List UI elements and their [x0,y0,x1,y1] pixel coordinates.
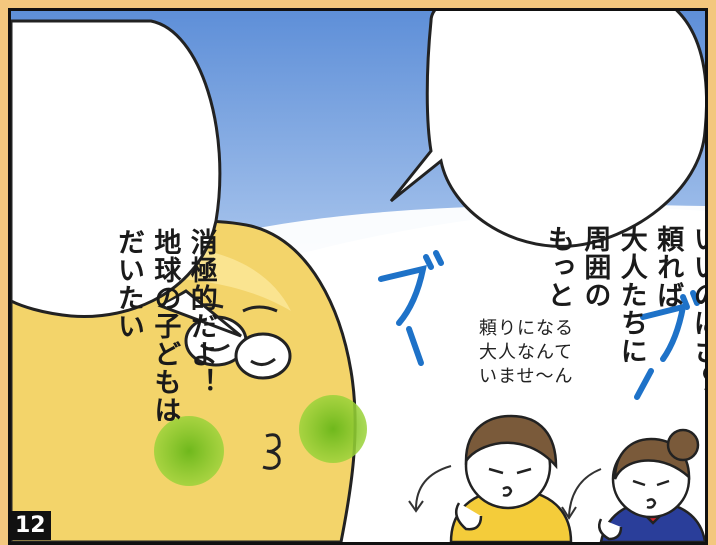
speech-right-line-5: いいのにさ〜 [688,225,708,393]
speech-right-line-2: 周囲の [579,225,611,309]
speech-right-text: いいのにさ〜 頼れば 大人たちに 周囲の もっと [503,33,708,393]
right-eye-lid [250,357,276,366]
right-eye [234,332,292,380]
speech-right-line-3: 大人たちに [615,225,647,365]
kid-right [598,428,705,542]
motion-arrows [408,465,602,520]
whisper-line-2: 大人なんて [479,342,574,363]
kid-left [449,414,573,542]
whisper-line-3: いませ〜ん [479,366,574,387]
sfx-right [634,290,700,400]
speech-right-line-4: 頼れば [652,225,684,309]
speech-left-line-1: だいたい [112,228,144,340]
speech-bubble-left [11,19,222,319]
pouting-mouth [262,433,281,470]
speech-left-line-2: 地球の子どもは [149,228,181,424]
speech-left-text: 消極的だよ！ 地球の子どもは だいたい [73,36,255,424]
speech-right-line-1: もっと [542,225,574,309]
right-brow [242,305,278,313]
right-cheek [299,395,367,463]
left-eye-lid [200,343,230,352]
whisper-line-1: 頼りになる [479,318,574,339]
panel-artwork [11,11,705,542]
speech-left-line-3: 消極的だよ！ [185,228,217,396]
tail-joint-cover [161,293,191,306]
page-number: 12 [10,511,51,540]
sfx-left [378,250,444,366]
left-cheek [154,416,224,486]
speech-bubble-right [389,11,705,248]
comic-panel: いいのにさ〜 頼れば 大人たちに 周囲の もっと 消極的だよ！ 地球の子どもは … [8,8,708,545]
